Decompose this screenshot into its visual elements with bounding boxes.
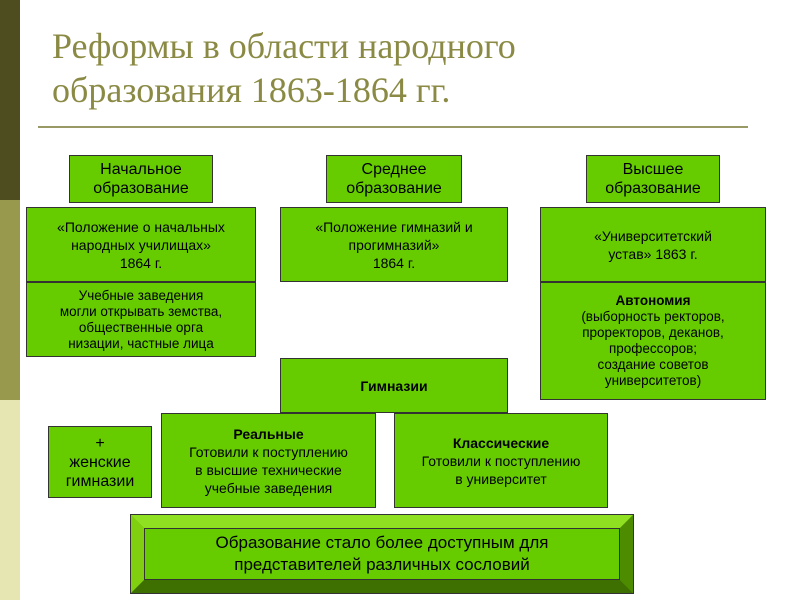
secondary-law-line: 1864 г. — [372, 254, 416, 271]
higher-education-note: Автономия (выборность ректоров, проректо… — [540, 282, 766, 400]
higher-law-line: устав» 1863 г. — [608, 245, 698, 262]
side-band-light — [0, 400, 20, 600]
higher-header-line: образование — [605, 180, 701, 197]
womens-gymnasiums-box: + женские гимназии — [48, 426, 152, 498]
higher-note-line: создание советов — [597, 357, 709, 372]
real-gymnasiums-line: в высшие технические — [195, 461, 342, 478]
higher-note-line: профессоров; — [608, 341, 698, 356]
womens-gymnasiums-line: + — [95, 434, 105, 452]
higher-note-line: (выборность ректоров, — [581, 309, 725, 324]
classical-gymnasiums-line: в университет — [455, 470, 547, 487]
conclusion-text: Образование стало более доступным для пр… — [144, 528, 620, 580]
primary-law-line: 1864 г. — [119, 254, 163, 271]
autonomy-title: Автономия — [615, 293, 691, 308]
primary-header-line: образование — [93, 180, 189, 197]
womens-gymnasiums-line: гимназии — [65, 472, 135, 490]
higher-note-line: проректоров, деканов, — [582, 325, 724, 340]
primary-header-line: Начальное — [100, 161, 182, 178]
secondary-header-line: Среднее — [361, 161, 427, 178]
real-gymnasiums-line: учебные заведения — [204, 479, 333, 496]
classical-gymnasiums-box: Классические Готовили к поступлению в ун… — [394, 413, 608, 508]
gymnasiums-box: Гимназии — [280, 358, 508, 413]
womens-gymnasiums-line: женские — [69, 453, 131, 471]
primary-education-header: Начальное образование — [69, 155, 213, 203]
title-line-2: образования 1863-1864 гг. — [52, 70, 451, 110]
conclusion-box: Образование стало более доступным для пр… — [130, 514, 634, 594]
bevel-frame — [131, 515, 633, 593]
classical-gymnasiums-title: Классические — [452, 434, 550, 451]
side-band-dark — [0, 0, 20, 200]
title-divider — [38, 126, 748, 128]
secondary-education-header: Среднее образование — [326, 155, 462, 203]
primary-note-line: Учебные заведения — [78, 287, 204, 303]
primary-note-line: могли открывать земства, — [59, 303, 223, 319]
secondary-law-line: «Положение гимназий и — [315, 218, 473, 235]
conclusion-line: представителей различных сословий — [234, 555, 530, 574]
real-gymnasiums-line: Готовили к поступлению — [189, 443, 348, 460]
conclusion-line: Образование стало более доступным для — [215, 533, 549, 552]
primary-law-line: «Положение о начальных — [57, 218, 225, 235]
title-line-1: Реформы в области народного — [52, 26, 516, 66]
secondary-header-line: образование — [346, 180, 442, 197]
secondary-law-line: прогимназий» — [348, 236, 440, 253]
higher-education-law: «Университетский устав» 1863 г. — [540, 207, 766, 282]
primary-education-note: Учебные заведения могли открывать земств… — [26, 282, 256, 357]
primary-note-line: низации, частные лица — [68, 335, 214, 351]
secondary-education-law: «Положение гимназий и прогимназий» 1864 … — [280, 207, 508, 282]
real-gymnasiums-title: Реальные — [233, 425, 304, 442]
real-gymnasiums-box: Реальные Готовили к поступлению в высшие… — [161, 413, 376, 508]
primary-law-line: народных училищах» — [71, 236, 211, 253]
higher-education-header: Высшее образование — [586, 155, 720, 203]
higher-header-line: Высшее — [622, 161, 684, 178]
gymnasiums-label: Гимназии — [360, 377, 428, 394]
higher-law-line: «Университетский — [594, 227, 712, 244]
classical-gymnasiums-line: Готовили к поступлению — [421, 452, 581, 469]
slide-title: Реформы в области народного образования … — [52, 24, 752, 112]
higher-note-line: университетов) — [604, 373, 702, 388]
primary-education-law: «Положение о начальных народных училищах… — [26, 207, 256, 282]
primary-note-line: общественные орга — [78, 319, 204, 335]
side-band-mid — [0, 200, 20, 400]
